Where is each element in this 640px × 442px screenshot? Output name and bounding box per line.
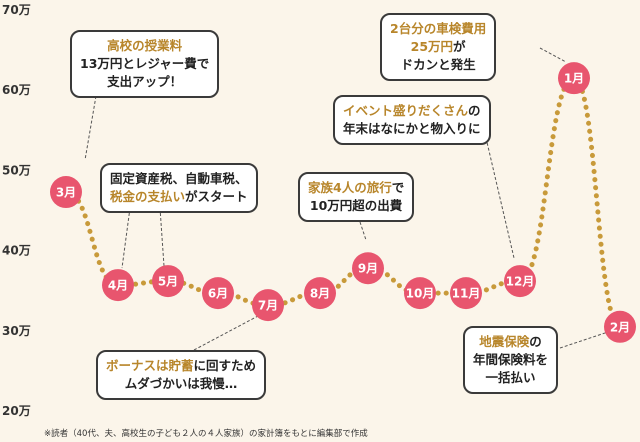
highlight-text: 高校の授業料 — [107, 38, 183, 53]
annotation-line: イベント盛りだくさんの — [343, 102, 481, 120]
data-point-4 — [202, 277, 234, 310]
annotation-text: の — [529, 334, 542, 349]
highlight-text: イベント盛りだくさん — [343, 103, 469, 118]
annotation-text: 一括払い — [485, 370, 536, 386]
annotation-text: 10万円超の出費 — [309, 198, 403, 214]
annotation-connector — [84, 95, 97, 161]
annotation-line: 一括払い — [473, 369, 548, 387]
month-label: 5月 — [158, 275, 178, 289]
annotation-text: ムダづかいは我慢… — [124, 376, 238, 392]
month-label: 11月 — [452, 287, 481, 301]
annotation-line: 支出アップ！ — [80, 73, 209, 91]
highlight-text: 税金の支払い — [110, 189, 186, 205]
annotation-february: 地震保険の年間保険料を一括払い — [463, 326, 559, 395]
annotation-text: 支出アップ！ — [107, 74, 183, 90]
highlight-text: 地震保険 — [479, 334, 530, 349]
month-label: 3月 — [56, 186, 76, 200]
data-point-3 — [152, 265, 184, 298]
data-point-10 — [504, 265, 536, 298]
month-label: 8月 — [310, 287, 330, 301]
month-label: 10月 — [406, 287, 435, 301]
data-point-9 — [450, 277, 482, 310]
data-point-7 — [352, 252, 384, 285]
month-label: 1月 — [564, 72, 584, 86]
annotation-line: 税金の支払いがスタート — [110, 188, 248, 206]
annotation-text: 13万円とレジャー費で — [80, 56, 210, 72]
highlight-text: 2台分の車検費用 — [390, 21, 487, 36]
annotation-text: の — [468, 103, 481, 118]
annotation-connector — [559, 331, 609, 349]
month-label: 9月 — [358, 262, 378, 276]
data-point-8 — [404, 277, 436, 310]
annotation-text: が — [453, 39, 466, 55]
annotation-line: 10万円超の出費 — [308, 197, 404, 215]
footnote: ※読者（40代、夫、高校生の子ども２人の４人家族）の家計簿をもとに編集部で作成 — [44, 429, 368, 439]
highlight-text: ボーナスは — [106, 358, 169, 373]
highlight-text: 貯蓄 — [168, 358, 194, 373]
annotation-connector — [159, 207, 165, 267]
annotation-line: ボーナスは貯蓄に回すため — [106, 357, 256, 375]
month-label: 4月 — [108, 279, 128, 293]
y-tick-label: 70万 — [2, 3, 31, 17]
annotation-connector — [539, 47, 567, 63]
annotation-line: ドカンと発生 — [390, 56, 486, 74]
y-tick-label: 20万 — [2, 404, 31, 418]
data-point-6 — [304, 277, 336, 310]
annotation-line: 25万円が — [390, 38, 486, 56]
highlight-text: 家族4人の旅行 — [308, 180, 392, 195]
annotation-line: 年末はなにかと物入りに — [343, 120, 481, 138]
annotation-line: ムダづかいは我慢… — [106, 375, 256, 393]
month-label: 7月 — [258, 299, 278, 313]
data-point-1 — [50, 176, 82, 209]
y-tick-label: 40万 — [2, 244, 31, 258]
annotation-connector — [121, 207, 131, 269]
annotation-line: 13万円とレジャー費で — [80, 55, 209, 73]
month-label: 2月 — [610, 320, 630, 334]
annotation-line: 2台分の車検費用 — [390, 20, 486, 38]
annotation-connector — [485, 137, 515, 259]
y-tick-label: 50万 — [2, 163, 31, 177]
annotation-connector — [359, 221, 367, 241]
annotation-line: 高校の授業料 — [80, 37, 209, 55]
annotation-line: 家族4人の旅行で — [308, 179, 404, 197]
data-point-2 — [102, 269, 134, 302]
annotation-text: 年間保険料を — [473, 352, 549, 368]
annotation-text: に回すため — [193, 358, 257, 373]
annotation-line: 地震保険の — [473, 333, 548, 351]
annotation-april-may: 固定資産税、自動車税、税金の支払いがスタート — [100, 163, 258, 214]
month-label: 12月 — [506, 275, 535, 289]
y-tick-label: 60万 — [2, 83, 31, 97]
annotation-text: がスタート — [185, 189, 248, 205]
annotation-july: ボーナスは貯蓄に回すためムダづかいは我慢… — [96, 350, 267, 401]
annotation-text: 年末はなにかと物入りに — [343, 121, 481, 137]
annotation-text: 固定資産税、自動車税、 — [110, 171, 248, 186]
annotation-march: 高校の授業料 13万円とレジャー費で支出アップ！ — [70, 30, 220, 99]
data-point-5 — [252, 289, 284, 322]
annotation-text: で — [391, 180, 405, 195]
y-tick-label: 30万 — [2, 324, 31, 338]
annotation-line: 固定資産税、自動車税、 — [110, 170, 248, 188]
annotation-december: イベント盛りだくさんの年末はなにかと物入りに — [333, 95, 491, 146]
month-label: 6月 — [208, 287, 228, 301]
data-point-12 — [604, 310, 636, 343]
annotation-connector — [193, 315, 259, 351]
annotation-line: 年間保険料を — [473, 351, 548, 369]
data-point-11 — [558, 62, 590, 95]
highlight-text: 25万円 — [410, 39, 454, 55]
annotation-text: ドカンと発生 — [400, 57, 476, 73]
